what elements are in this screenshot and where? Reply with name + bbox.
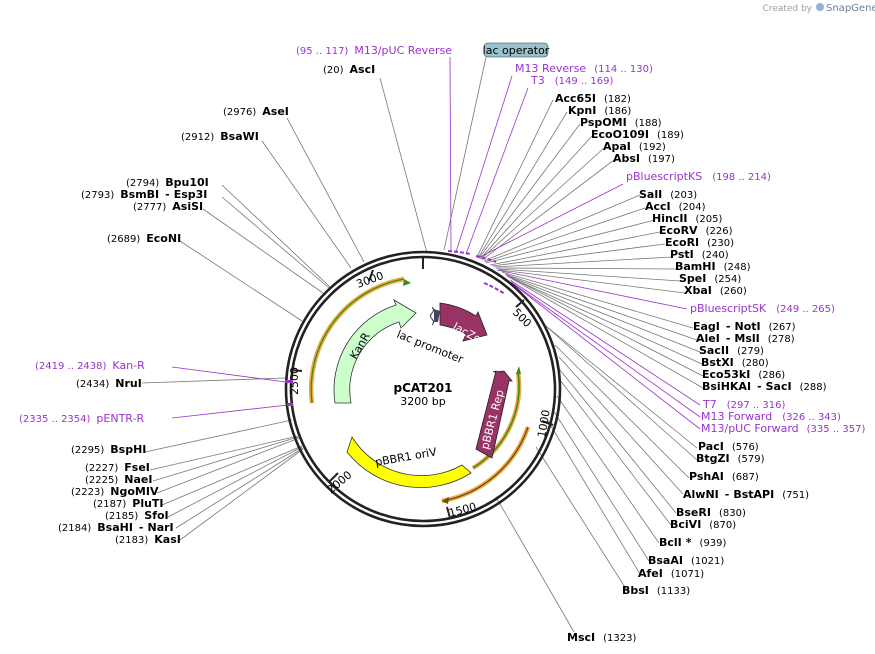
pbbr1-oriv-label: pBBR1 oriV bbox=[374, 445, 438, 469]
site-ecori: EcoRI(230) bbox=[665, 236, 734, 249]
tick-label-1000: 1000 bbox=[535, 409, 553, 439]
site-asci: (20)AscI bbox=[323, 63, 375, 76]
plasmid-size: 3200 bp bbox=[400, 395, 445, 408]
site-msci: MscI(1323) bbox=[567, 631, 636, 644]
site-sacii: SacII(279) bbox=[699, 344, 764, 357]
plasmid-name: pCAT201 bbox=[394, 381, 453, 395]
site-afei: AfeI(1071) bbox=[638, 567, 704, 580]
site-ecoo109i: EcoO109I(189) bbox=[591, 128, 684, 141]
site-kasi: (2183)KasI bbox=[115, 533, 181, 546]
site-paci: PacI(576) bbox=[698, 440, 759, 453]
snapgene-logo-icon bbox=[816, 3, 824, 11]
primer-m13-puc-reverse: (95 .. 117)M13/pUC Reverse bbox=[296, 44, 452, 57]
site-sfoi: (2185)SfoI bbox=[105, 509, 169, 522]
site-sali: SalI(203) bbox=[639, 188, 697, 201]
site-asisi: (2777)AsiSI bbox=[133, 200, 203, 213]
primer-m13-forward: M13 Forward(326 .. 343) bbox=[701, 410, 841, 423]
orf-arcs bbox=[308, 276, 531, 504]
primer-pentr-r: (2335 .. 2354)pENTR-R bbox=[19, 412, 144, 425]
site-eco53ki: Eco53kI(286) bbox=[702, 368, 785, 381]
site-apai: ApaI(192) bbox=[603, 140, 666, 153]
site-bcivi: BciVI(870) bbox=[670, 518, 736, 531]
tick-label-500: 500 bbox=[510, 306, 534, 330]
primer-ticks-left bbox=[285, 380, 293, 406]
primer-pbluescriptsk: pBluescriptSK(249 .. 265) bbox=[690, 302, 835, 315]
primer-t3: T3(149 .. 169) bbox=[530, 74, 614, 87]
enzyme-labels-right: Acc65I(182) KpnI(186) PspOMI(188) EcoO10… bbox=[555, 92, 827, 644]
site-naei: (2225)NaeI bbox=[85, 473, 152, 486]
primer-t7: T7(297 .. 316) bbox=[702, 398, 786, 411]
enzyme-labels-top: (20)AscI (2976)AseI (2912)BsaWI bbox=[181, 63, 375, 143]
site-spei: SpeI(254) bbox=[679, 272, 741, 285]
site-bsahi-nari: (2184)BsaHI-NarI bbox=[58, 521, 174, 534]
app-name: SnapGene bbox=[826, 3, 875, 14]
site-bsawi: (2912)BsaWI bbox=[181, 130, 259, 143]
site-hincii: HincII(205) bbox=[652, 212, 723, 225]
snapgene-branding: Created by SnapGene bbox=[762, 3, 875, 14]
site-bseri: BseRI(830) bbox=[676, 506, 746, 519]
site-acc65i: Acc65I(182) bbox=[555, 92, 631, 105]
feature-lacza: lacZα bbox=[439, 302, 488, 346]
lac-operator-label: lac operator bbox=[483, 44, 550, 57]
site-pluti: (2187)PluTI bbox=[93, 497, 164, 510]
site-bsihkai-saci: BsiHKAI-SacI(288) bbox=[702, 380, 827, 393]
primer-leader-lines bbox=[171, 56, 701, 430]
site-ngomiv: (2223)NgoMIV bbox=[71, 485, 159, 498]
site-btgzi: BtgZI(579) bbox=[696, 452, 765, 465]
tick-marks bbox=[290, 257, 554, 519]
feature-pbbr1-rep: pBBR1 Rep bbox=[475, 370, 513, 459]
tick-label-2500: 2500 bbox=[288, 367, 301, 395]
site-bstxi: BstXI(280) bbox=[701, 356, 769, 369]
site-fsei: (2227)FseI bbox=[85, 461, 150, 474]
lac-operator-box: lac operator bbox=[483, 42, 550, 58]
site-psti: PstI(240) bbox=[670, 248, 729, 261]
site-bamhi: BamHI(248) bbox=[675, 260, 751, 273]
site-pspomi: PspOMI(188) bbox=[580, 116, 662, 129]
site-pshai: PshAI(687) bbox=[689, 470, 759, 483]
site-econi: (2689)EcoNI bbox=[107, 232, 181, 245]
primer-labels: (95 .. 117)M13/pUC Reverse M13 Reverse(1… bbox=[19, 44, 865, 435]
site-bsphi: (2295)BspHI bbox=[71, 443, 146, 456]
site-bbsi: BbsI(1133) bbox=[622, 584, 690, 597]
site-eagi-noti: EagI-NotI(267) bbox=[693, 320, 796, 333]
lac-operator-leader bbox=[443, 56, 487, 251]
primer-m13-reverse: M13 Reverse(114 .. 130) bbox=[515, 62, 653, 75]
site-alwni-bstapi: AlwNI-BstAPI(751) bbox=[683, 488, 809, 501]
feature-pbbr1-oriv: pBBR1 oriV bbox=[346, 436, 472, 489]
site-asei: (2976)AseI bbox=[223, 105, 289, 118]
site-acci: AccI(204) bbox=[645, 200, 706, 213]
site-bpu10i: (2794)Bpu10I bbox=[126, 176, 209, 189]
site-kpni: KpnI(186) bbox=[568, 104, 631, 117]
primer-pbluescriptks: pBluescriptKS(198 .. 214) bbox=[626, 170, 771, 183]
site-xbai: XbaI(260) bbox=[684, 284, 747, 297]
site-alei-msli: AleI-MslI(278) bbox=[696, 332, 795, 345]
site-nrui: (2434)NruI bbox=[76, 377, 142, 390]
created-by-text: Created by bbox=[762, 4, 812, 14]
primer-kan-r: (2419 .. 2438)Kan-R bbox=[35, 359, 145, 372]
site-bsmbi-esp3i: (2793)BsmBI-Esp3I bbox=[81, 188, 207, 201]
site-bsaai: BsaAI(1021) bbox=[648, 554, 724, 567]
primer-binding-marks bbox=[447, 250, 506, 295]
site-ecorv: EcoRV(226) bbox=[659, 224, 733, 237]
site-leader-lines bbox=[141, 77, 704, 633]
site-bcli: BclI*(939) bbox=[659, 536, 727, 549]
plasmid-center-label: pCAT201 3200 bp bbox=[394, 381, 453, 408]
primer-m13-puc-forward: M13/pUC Forward(335 .. 357) bbox=[701, 422, 865, 435]
site-absi: AbsI(197) bbox=[613, 152, 675, 165]
enzyme-labels-left: (2794)Bpu10I (2793)BsmBI-Esp3I (2777)Asi… bbox=[58, 176, 209, 546]
